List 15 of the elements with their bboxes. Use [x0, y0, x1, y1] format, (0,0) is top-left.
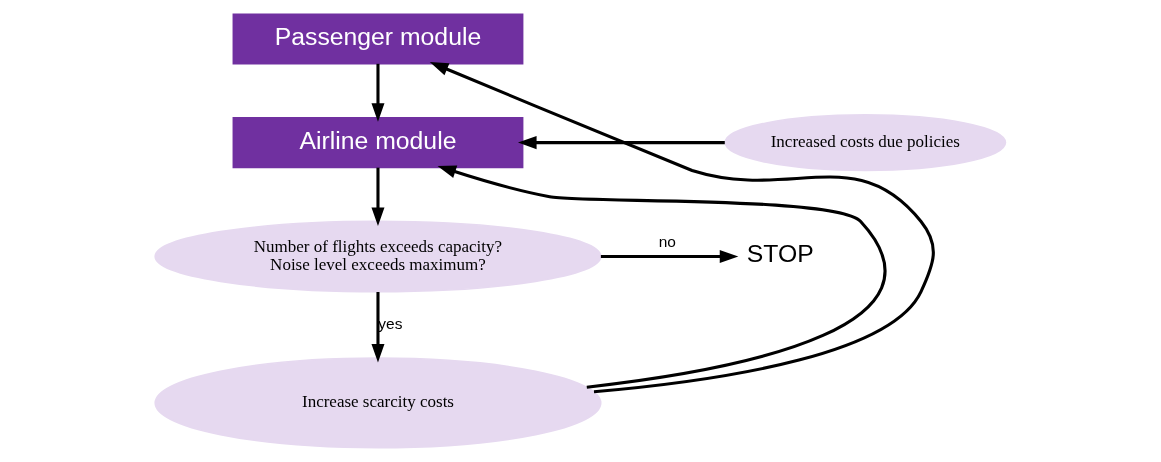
node-ellipse: Increased costs due policies — [724, 114, 1007, 172]
arrow — [437, 165, 887, 389]
edge-label: yes — [378, 314, 403, 332]
arrow — [371, 63, 385, 122]
arrow — [371, 167, 385, 227]
node-ellipse: Increase scarcity costs — [154, 357, 602, 449]
edge-label: no — [658, 233, 676, 251]
arrow — [371, 292, 385, 363]
node-text: STOP — [746, 240, 814, 268]
node-box: Airline module — [232, 117, 524, 169]
arrow — [429, 62, 935, 394]
node-box: Passenger module — [232, 13, 524, 65]
node-ellipse: Number of flights exceeds capacity? Noise level exceeds maximum? — [154, 220, 602, 293]
arrow — [600, 250, 739, 264]
arrow — [518, 136, 725, 150]
